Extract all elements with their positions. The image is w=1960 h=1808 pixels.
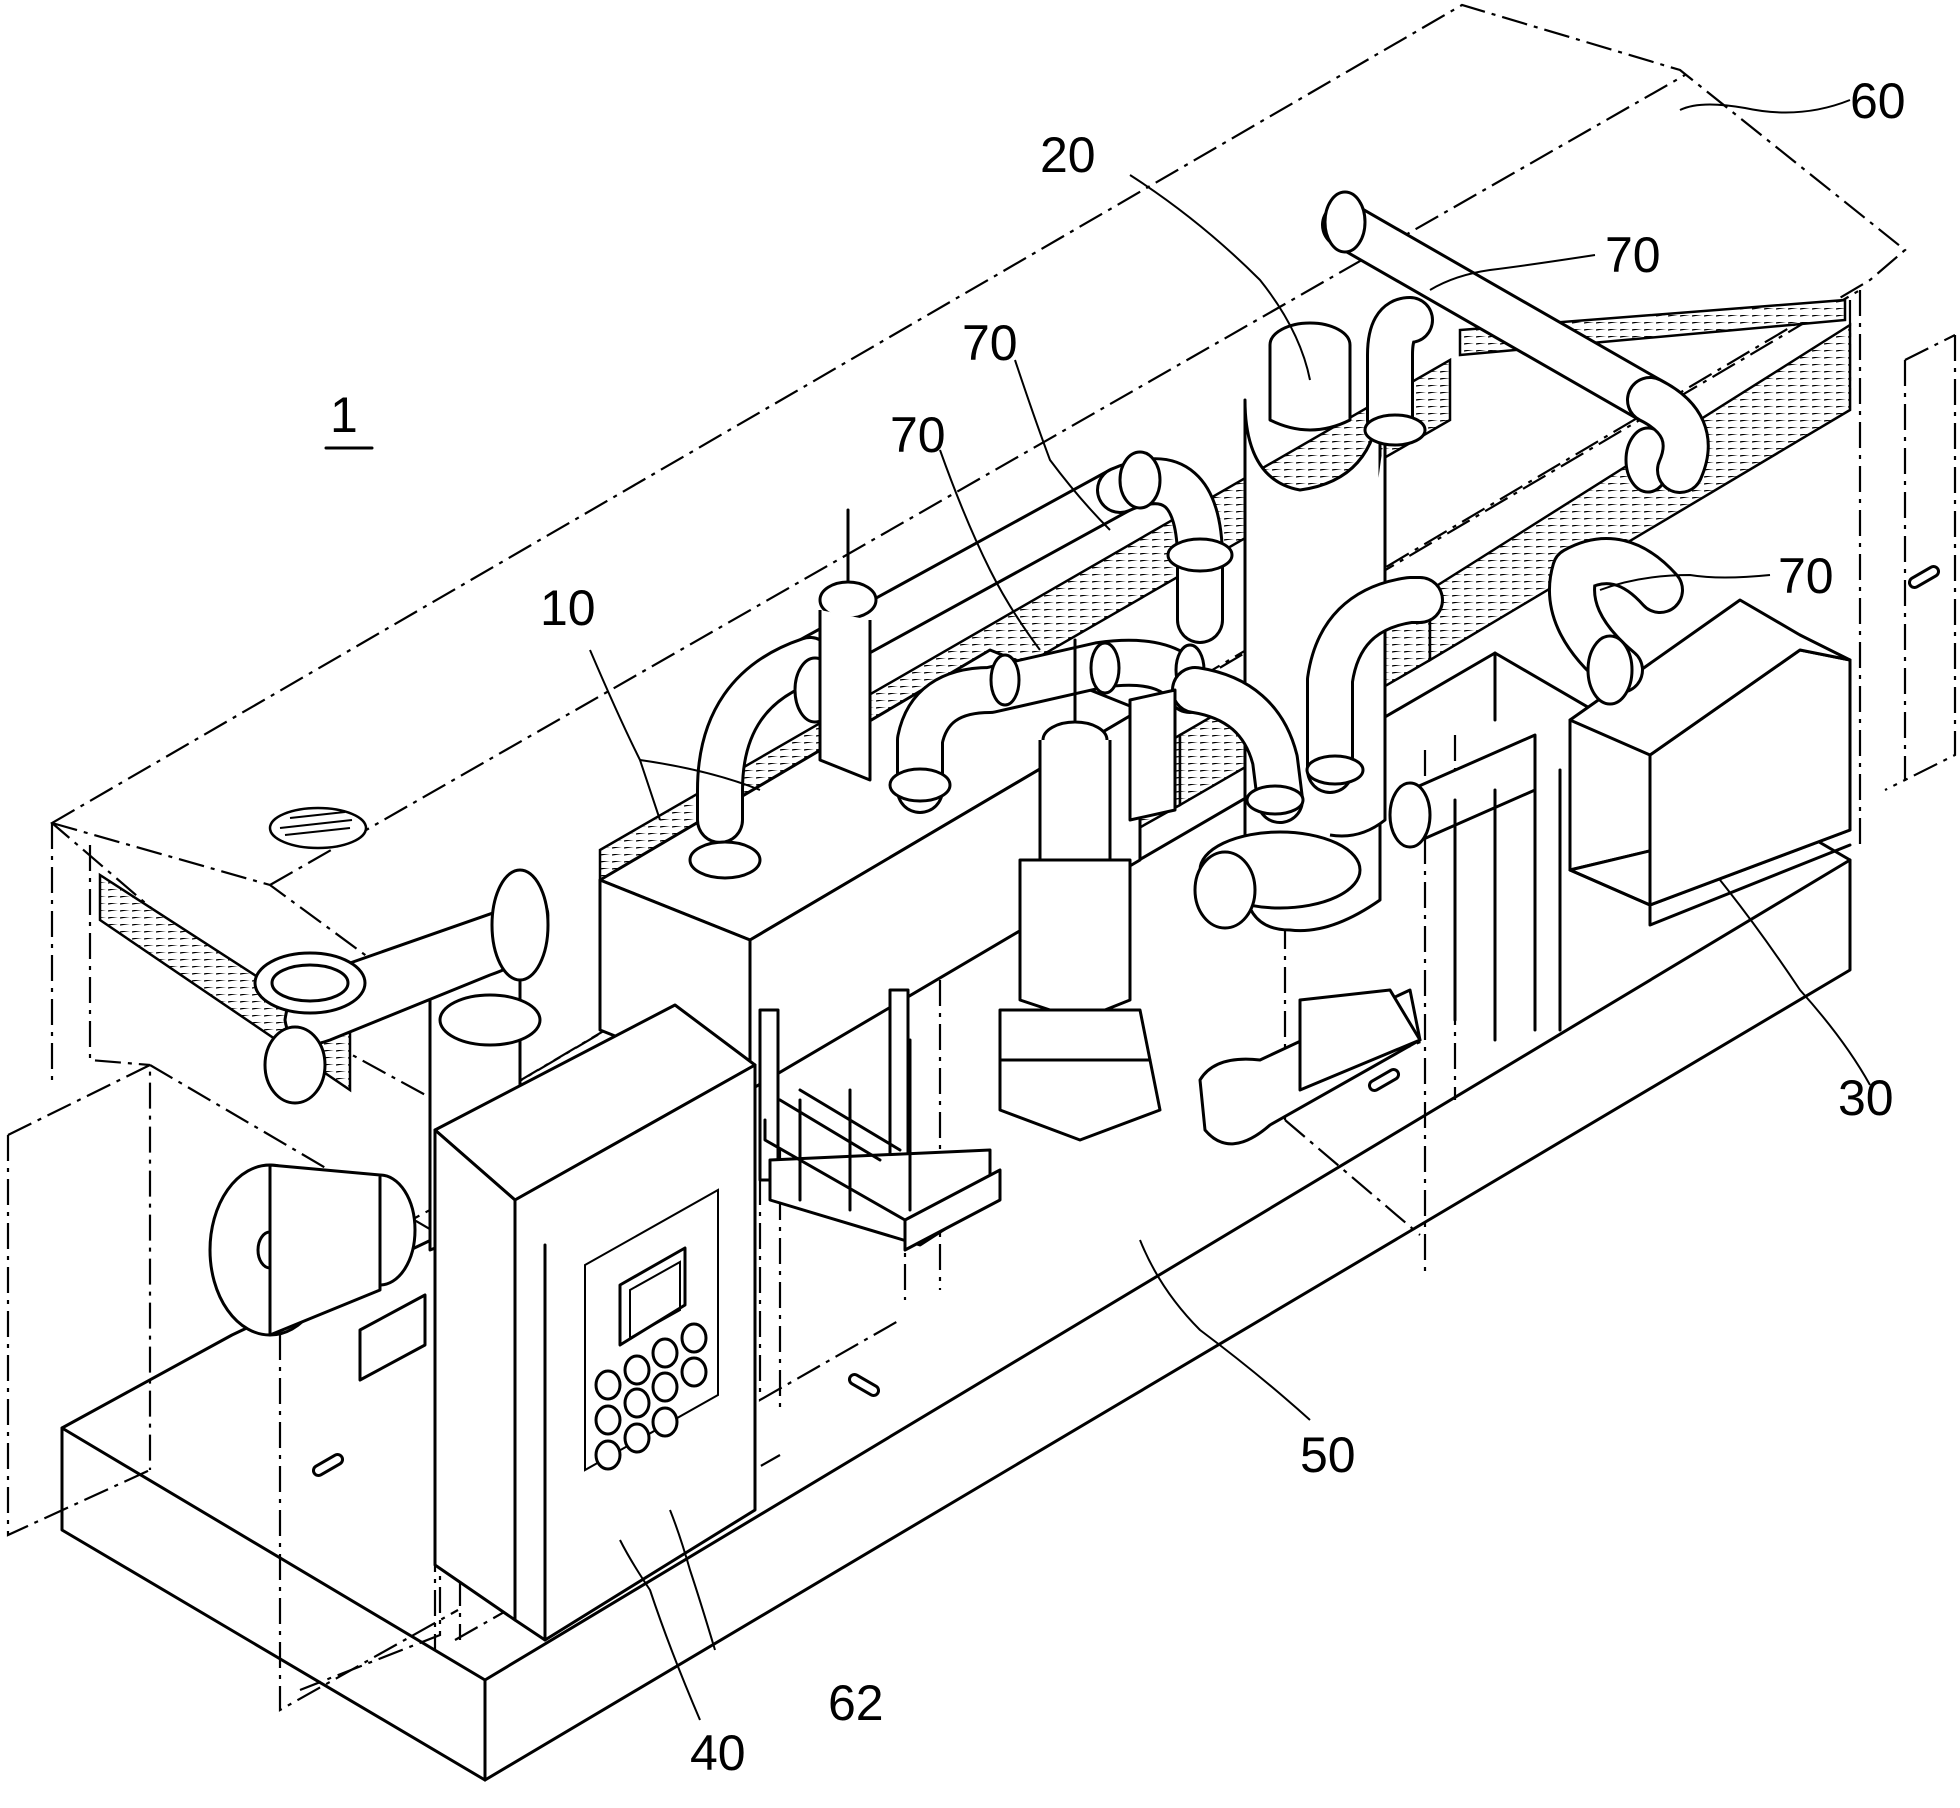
reference-labels: 1 60 20 70 70 70 70 10 30 50 62 40 xyxy=(324,73,1906,1781)
support-rods xyxy=(1453,768,1562,1042)
control-buttons[interactable] xyxy=(594,1322,708,1471)
control-panel-cabinet[interactable] xyxy=(433,1003,757,1642)
pipe-network xyxy=(688,190,1710,880)
label-control-panel-40: 40 xyxy=(690,1725,746,1781)
door-handles[interactable] xyxy=(311,565,1941,1478)
label-enclosure-60: 60 xyxy=(1850,73,1906,129)
label-door-62: 62 xyxy=(828,1675,884,1731)
leader-lines xyxy=(589,99,1871,1721)
label-pipe-70-c: 70 xyxy=(890,407,946,463)
label-assembly-1: 1 xyxy=(330,387,358,443)
label-base-50: 50 xyxy=(1300,1427,1356,1483)
label-pipe-70-b: 70 xyxy=(962,315,1018,371)
engine-stand xyxy=(763,1038,1002,1252)
label-muffler-20: 20 xyxy=(1040,127,1096,183)
label-pipe-70-d: 70 xyxy=(1778,548,1834,604)
label-pipe-70-a: 70 xyxy=(1605,227,1661,283)
label-engine-10: 10 xyxy=(540,580,596,636)
valves xyxy=(818,508,1177,1142)
label-unit-30: 30 xyxy=(1838,1070,1894,1126)
unit-30-box xyxy=(1568,598,1852,927)
